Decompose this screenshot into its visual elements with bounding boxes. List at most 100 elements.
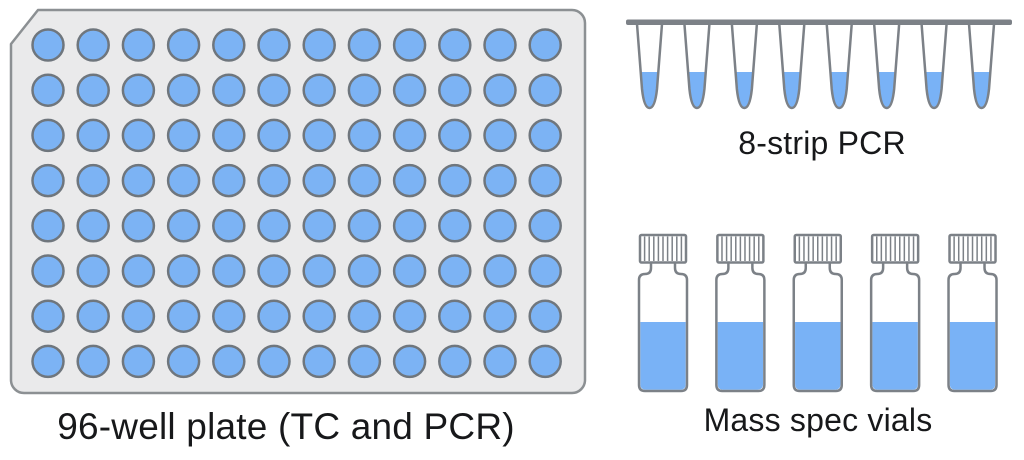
plate-well <box>528 118 562 153</box>
pcr-tube-outline <box>730 23 759 110</box>
pcr-tube-outline <box>683 23 711 110</box>
plate-well <box>347 299 382 333</box>
plate-well <box>257 118 291 153</box>
plate-well <box>31 118 65 153</box>
plate-well <box>438 209 472 243</box>
plate-well <box>302 163 336 198</box>
plate-well <box>166 73 201 107</box>
plate-well <box>302 344 336 379</box>
plate-label: 96-well plate (TC and PCR) <box>57 406 515 447</box>
plate-well <box>302 254 336 288</box>
plate-well <box>121 163 156 198</box>
plate-well <box>347 163 382 198</box>
plate-well <box>166 344 201 379</box>
plate-well <box>76 254 110 288</box>
vial-liquid <box>717 322 764 390</box>
vial-outline <box>715 261 766 393</box>
pcr-tube-outline <box>872 23 901 110</box>
pcr-strip-label: 8-strip PCR <box>738 125 906 161</box>
96-well-plate <box>9 8 587 395</box>
plate-well <box>257 73 291 107</box>
pcr-tube-outline <box>635 23 664 110</box>
plate-well <box>166 163 201 198</box>
plate-well <box>438 28 472 62</box>
vial-liquid <box>795 322 841 390</box>
plate-well <box>257 209 291 243</box>
vial-outline <box>869 261 921 393</box>
plate-well <box>212 209 246 243</box>
plate-well <box>166 254 201 288</box>
plate-well <box>166 28 201 62</box>
plate-well <box>212 28 246 62</box>
plate-body <box>9 8 587 395</box>
plate-well <box>392 163 427 198</box>
plate-well <box>528 73 562 107</box>
plate-well <box>31 209 65 243</box>
plate-well <box>347 118 382 153</box>
vial-outline <box>947 261 998 393</box>
plate-well <box>483 299 517 333</box>
plate-well <box>392 118 427 153</box>
plate-well <box>76 299 110 333</box>
pcr-tube-outline <box>967 23 996 110</box>
vial-liquid <box>640 322 686 390</box>
plate-well <box>76 163 110 198</box>
plate-well <box>302 299 336 333</box>
plate-well <box>528 254 562 288</box>
plate-well <box>31 73 65 107</box>
plate-well <box>438 299 472 333</box>
plate-well <box>483 118 517 153</box>
plate-well <box>347 254 382 288</box>
plate-well <box>347 73 382 107</box>
vial-liquid <box>872 322 918 390</box>
vial-outline <box>637 261 689 393</box>
plate-well <box>31 163 65 198</box>
plate-well <box>302 28 336 62</box>
pcr-tube-outline <box>825 23 853 110</box>
pcr-strip-bar <box>626 19 1012 25</box>
plate-well <box>212 73 246 107</box>
plate-well <box>392 299 427 333</box>
plate-well <box>438 118 472 153</box>
plate-well <box>212 118 246 153</box>
plate-well <box>121 299 156 333</box>
pcr-8-strip <box>626 19 1012 110</box>
plate-well <box>76 73 110 107</box>
plate-well <box>212 344 246 379</box>
plate-well <box>166 299 201 333</box>
pcr-tube-outline <box>778 23 806 110</box>
plate-well <box>76 118 110 153</box>
plate-well <box>438 344 472 379</box>
plate-well <box>166 209 201 243</box>
plate-well <box>528 209 562 243</box>
plate-well <box>257 299 291 333</box>
plate-well <box>528 299 562 333</box>
plate-well <box>76 28 110 62</box>
plate-well <box>438 163 472 198</box>
plate-well <box>392 344 427 379</box>
plate-well <box>31 299 65 333</box>
plate-well <box>392 28 427 62</box>
vial-liquid <box>949 322 996 390</box>
plate-well <box>302 209 336 243</box>
plate-well <box>347 28 382 62</box>
plate-well <box>121 209 156 243</box>
mass-spec-vials <box>637 233 998 393</box>
plate-well <box>76 209 110 243</box>
plate-well <box>302 73 336 107</box>
plate-well <box>483 254 517 288</box>
plate-well <box>528 163 562 198</box>
plate-well <box>121 344 156 379</box>
vial-outline <box>792 261 844 393</box>
plate-well <box>483 344 517 379</box>
plate-well <box>528 344 562 379</box>
plate-well <box>483 28 517 62</box>
plate-well <box>257 163 291 198</box>
plate-well <box>302 118 336 153</box>
plate-well <box>166 118 201 153</box>
plate-well <box>438 254 472 288</box>
plate-well <box>121 73 156 107</box>
plate-well <box>483 209 517 243</box>
